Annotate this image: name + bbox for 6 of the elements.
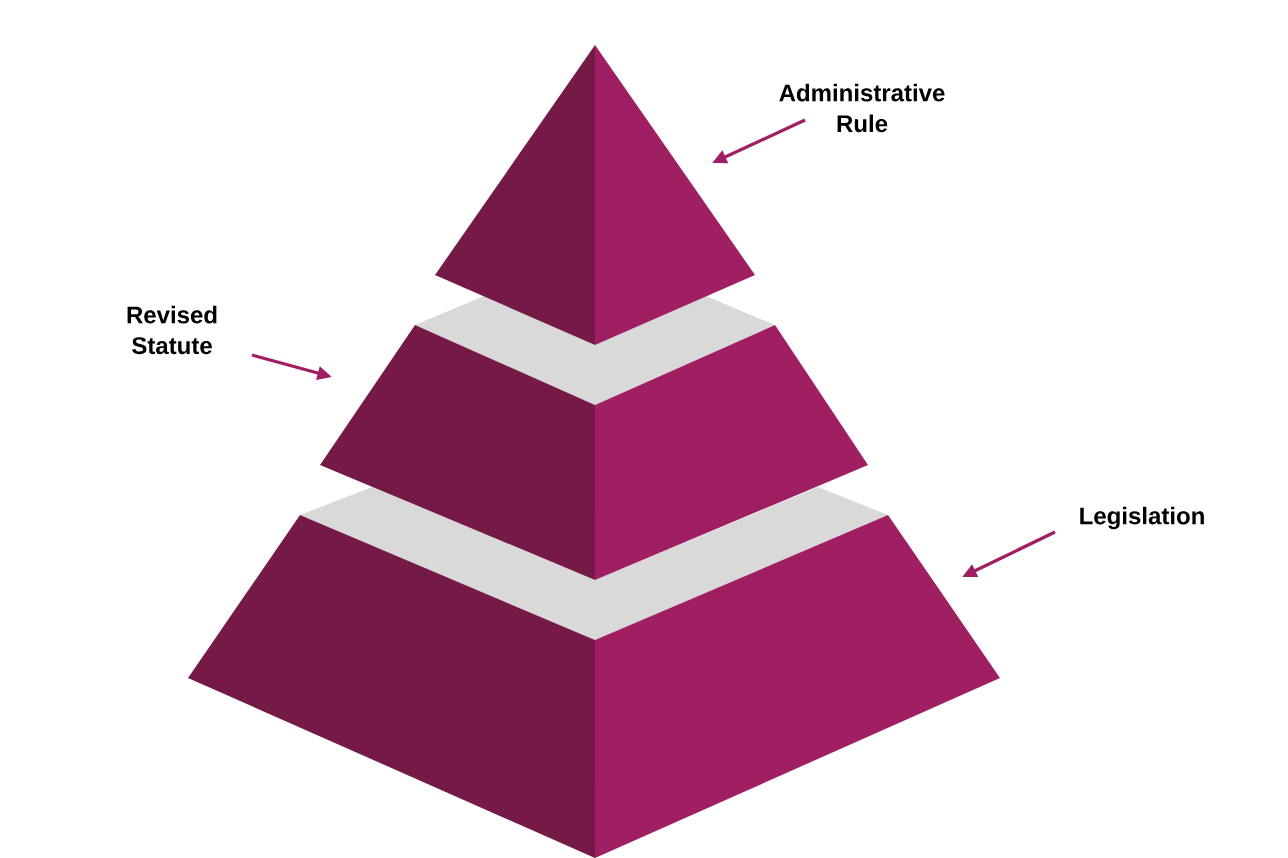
label-text: Administrative Rule [779,83,945,133]
label-text: Legislation [1080,506,1204,530]
pyramid-tier [188,487,1000,858]
label-text: Revised Statute [127,305,217,355]
pyramid-tier [435,45,755,345]
pyramid-tier [320,296,868,580]
